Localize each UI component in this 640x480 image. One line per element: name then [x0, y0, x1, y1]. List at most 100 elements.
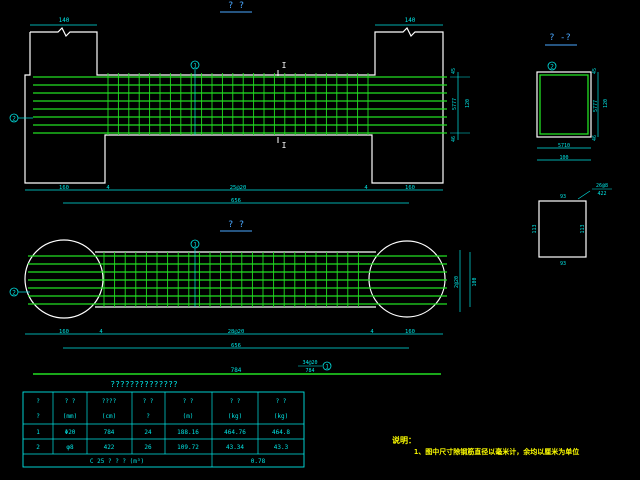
table-title: ??????????????: [110, 380, 178, 389]
table-header-row-1: ? ? ? ???? ? ? ? ? ? ? ? ?: [36, 398, 287, 405]
table-row: 2 φ8 422 26 109.72 43.34 43.3: [36, 444, 288, 451]
plan-callout-1-circle: [190, 239, 200, 249]
table-header: ? ?: [230, 398, 241, 405]
table-header-unit: (kg): [274, 413, 288, 420]
table-row: 1 Φ20 784 24 188.16 464.76 464.8: [36, 429, 290, 436]
notes: 说明： 1、图中尺寸除钢筋直径以毫米计，余均以厘米为单位: [392, 435, 579, 456]
table-header: ? ?: [143, 398, 154, 405]
table-header: ? ?: [183, 398, 194, 405]
table-header-row-2: ? (mm) (cm) ? (m) (kg) (kg): [36, 413, 288, 420]
table-cell: 1: [36, 429, 40, 436]
elevation-bottom-dim-2: 25@20: [230, 185, 247, 191]
table-cell: 422: [104, 444, 115, 451]
elevation-total-dim: 656: [231, 198, 241, 204]
plan-bottom-dim-3: 4: [370, 329, 374, 335]
plan-stirrups: [103, 252, 359, 307]
table-cell: 784: [104, 429, 115, 436]
table-cell: φ8: [66, 444, 74, 451]
elevation-top-dim-left: 140: [59, 17, 70, 24]
section-bottom-dim-0: 5710: [558, 143, 570, 149]
section-title: ? -?: [549, 33, 571, 43]
table-header: ? ?: [276, 398, 287, 405]
plan-bottom-dim-4: 160: [405, 329, 415, 335]
table-frame: [22, 391, 305, 468]
elevation-right-dim-1: 5777: [452, 98, 458, 110]
stirrup-note-a: 26@8: [596, 183, 608, 189]
notes-line-1: 1、图中尺寸除钢筋直径以毫米计，余均以厘米为单位: [414, 447, 579, 456]
elevation-bottom-dim-3: 4: [364, 185, 368, 191]
table-header-unit: (m): [183, 413, 194, 420]
table-cell: 109.72: [177, 444, 199, 451]
notes-heading: 说明：: [392, 435, 416, 445]
quantity-table: ?????????????? ? ? ? ???? ? ? ? ? ? ? ? …: [22, 380, 305, 468]
plan-left-pile: [24, 239, 104, 319]
stirrup-right-dim: 113: [580, 224, 586, 233]
plan-callout-1-label: 1: [193, 242, 197, 249]
plan-callout-2-circle: [9, 287, 19, 297]
section-mark-top: I: [282, 61, 287, 70]
bar1-length: 784: [231, 367, 242, 374]
table-footer-value: 0.78: [251, 458, 266, 465]
plan-bottom-dim-0: 160: [59, 329, 69, 335]
plan-title: ? ?: [228, 220, 244, 230]
section-bottom-dim-1: 100: [559, 155, 568, 161]
plan-bottom-dim-1: 4: [99, 329, 103, 335]
table-cell: 464.76: [224, 429, 246, 436]
elevation-longitudinal-rebars: [33, 76, 447, 134]
table-grid: [23, 392, 304, 467]
elevation-bottom-dim-4: 160: [405, 185, 415, 191]
section-outline: [536, 71, 592, 138]
section-right-dim-2: 120: [603, 99, 609, 108]
table-header-unit: (mm): [63, 413, 77, 420]
bar1-spec-top: 34@20: [302, 360, 317, 366]
callout-1-circle: [190, 60, 200, 70]
callout-1-label: 1: [193, 63, 197, 70]
table-header-unit: ?: [36, 413, 40, 420]
table-cell: 2: [36, 444, 40, 451]
section-right-dim-1: 5777: [593, 100, 599, 112]
elevation-top-dim-right: 140: [405, 17, 416, 24]
bar1-callout-circle: [322, 361, 332, 371]
stirrup-top-dim: 93: [560, 194, 566, 200]
callout-2-circle: [9, 113, 19, 123]
plan-view: ? ? 1 2 2@20 100 160 4 28@20 4 160: [9, 220, 478, 349]
table-cell: 188.16: [177, 429, 199, 436]
plan-callout-2-label: 2: [12, 290, 16, 297]
section-mark-bottom: I: [282, 141, 287, 150]
table-header-unit: ?: [146, 413, 150, 420]
table-cell: 464.8: [272, 429, 290, 436]
plan-total-dim: 656: [231, 343, 241, 349]
elevation-bottom-dim-0: 160: [59, 185, 69, 191]
table-cell: 43.3: [274, 444, 289, 451]
section-view: ? -? 2 45 5777 120 46 5710 100: [536, 33, 609, 161]
table-header-unit: (kg): [228, 413, 242, 420]
stirrup-left-dim: 113: [532, 224, 538, 233]
table-footer-label: C 25 ? ? ? (m³): [90, 458, 144, 465]
elevation-stirrups: [107, 73, 369, 135]
elevation-bottom-dim-1: 4: [106, 185, 110, 191]
section-right-dim-3: 46: [592, 135, 598, 141]
section-callout-label: 2: [550, 64, 554, 71]
table-cell: Φ20: [65, 429, 76, 436]
elevation-view: ? ? 140 140 I I 1 2: [9, 1, 471, 204]
elevation-title: ? ?: [228, 1, 244, 11]
plan-right-dim-1: 100: [472, 277, 478, 286]
callout-2-label: 2: [12, 116, 16, 123]
plan-right-pile: [368, 240, 446, 318]
table-cell: 24: [144, 429, 152, 436]
table-header: ?: [36, 398, 40, 405]
elevation-right-dim-2: 120: [465, 99, 471, 108]
section-right-dim-0: 45: [592, 68, 598, 74]
elevation-right-dim-3: 46: [451, 136, 457, 142]
table-header-unit: (cm): [102, 413, 116, 420]
stirrup-detail: 26@8 422 93 113 113 93: [532, 183, 612, 267]
bar1-callout-label: 1: [325, 364, 329, 371]
plan-bottom-dim-2: 28@20: [228, 329, 245, 335]
table-cell: 26: [144, 444, 152, 451]
plan-right-dim-0: 2@20: [454, 276, 460, 288]
bar1-detail: 784 34@20 784 1: [33, 360, 441, 375]
section-stirrup: [539, 74, 589, 135]
table-header: ? ?: [65, 398, 76, 405]
table-cell: 43.34: [226, 444, 244, 451]
